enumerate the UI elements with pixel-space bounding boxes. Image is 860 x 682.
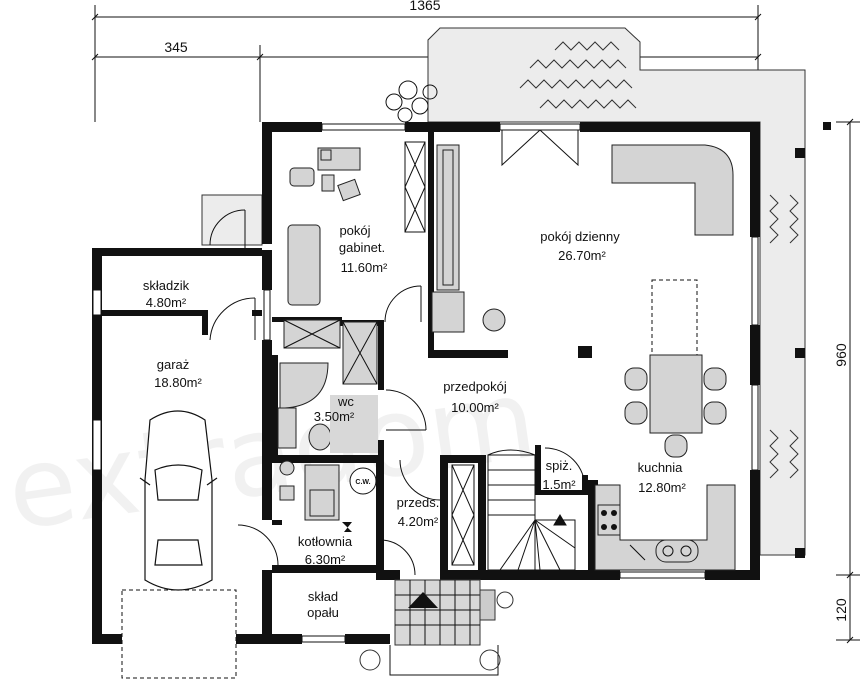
dimension-lines (91, 5, 860, 644)
room-name-sklad-1: skład (308, 589, 338, 604)
room-name-przeds: przeds. (397, 495, 440, 510)
door-skladzik (209, 297, 256, 341)
window-skladzik (92, 289, 102, 316)
room-area-przeds: 4.20m² (398, 514, 439, 529)
staircase (487, 449, 576, 571)
window-garage (92, 419, 102, 471)
room-name-kotlownia: kotłownia (298, 534, 353, 549)
terrace-posts (795, 122, 831, 558)
car-icon (139, 410, 218, 591)
room-area-skladzik: 4.80m² (146, 295, 187, 310)
room-area-dzienny: 26.70m² (558, 248, 606, 263)
room-name-przedpokoj: przedpokój (443, 379, 507, 394)
main-walls (262, 122, 760, 644)
room-name-wc: wc (337, 394, 354, 409)
door-gabinet (384, 285, 422, 323)
room-name-gabinet-1: pokój (339, 223, 370, 238)
door-spiz (544, 447, 586, 489)
gabinet-furniture (283, 141, 426, 349)
entrance-grid (395, 580, 480, 645)
kitchen-counter (594, 484, 736, 571)
shrub-icon (359, 591, 514, 671)
room-area-przedpokoj: 10.00m² (451, 400, 499, 415)
entrance-porch (389, 645, 499, 676)
room-name-sklad-2: opału (307, 605, 339, 620)
door-przeds (379, 539, 416, 576)
terrace-door (501, 129, 579, 167)
boiler-label: C.W. (355, 479, 370, 486)
wc-floor-tile (330, 395, 378, 453)
planter (479, 589, 496, 621)
room-area-kotlownia: 6.30m² (305, 552, 346, 567)
room-area-garaz: 18.80m² (154, 375, 202, 390)
room-name-garaz: garaż (157, 357, 190, 372)
entrance-steps (394, 579, 481, 646)
entrance-canopy (201, 194, 263, 246)
room-name-gabinet-2: gabinet. (339, 240, 385, 255)
parking-pad (121, 589, 237, 679)
door-wc (385, 389, 427, 431)
dim-left-width: 345 (164, 39, 188, 55)
terrace (427, 27, 806, 556)
terrace-pattern (519, 41, 799, 479)
living-furniture (431, 144, 734, 458)
room-name-kuchnia: kuchnia (638, 460, 684, 475)
dim-height-extra: 120 (833, 598, 849, 622)
room-area-spiz: 1.5m² (542, 477, 576, 492)
room-name-skladzik: składzik (143, 278, 190, 293)
room-area-wc: 3.50m² (314, 409, 355, 424)
door-przeds-inner (399, 459, 441, 501)
room-name-spiz: spiż. (546, 458, 573, 473)
entrance-arrow-icon (408, 592, 438, 608)
dim-total-width: 1365 (409, 0, 440, 13)
windows (263, 123, 759, 643)
closet-przeds (451, 464, 475, 566)
room-area-gabinet: 11.60m² (341, 260, 388, 275)
room-name-dzienny: pokój dzienny (540, 229, 620, 244)
boiler-room-fixtures (279, 460, 377, 532)
dim-height-main: 960 (833, 343, 849, 367)
room-area-kuchnia: 12.80m² (638, 480, 686, 495)
door-kotlownia (237, 524, 279, 566)
